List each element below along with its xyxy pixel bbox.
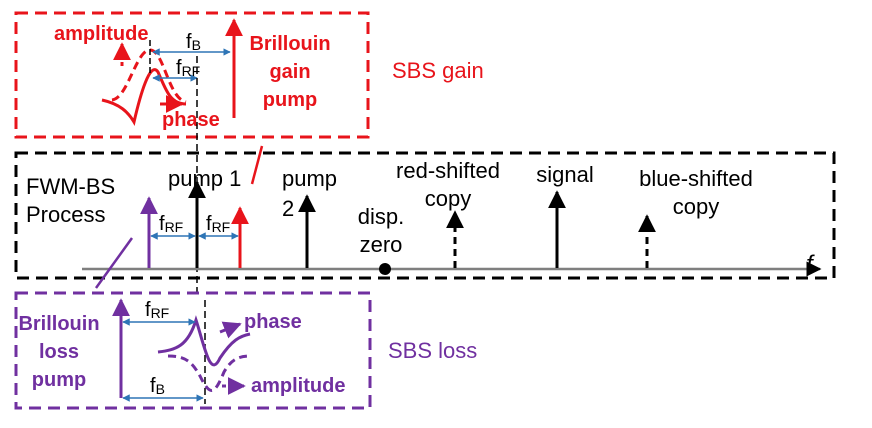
brillouin-loss-pump-label-3: pump [32,369,86,391]
sbs-loss-panel: fRF fB Brillouin loss pump phase amplitu… [14,291,477,410]
frequency-axis-label: f [806,251,815,278]
signal-label: signal [536,162,593,187]
gain-frf-label: fRF [176,57,200,79]
brillouin-gain-pump-label-2: gain [269,61,310,83]
loss-frf-label: fRF [145,299,169,321]
pump1-label: pump 1 [168,166,241,191]
pump2-label-1: pump [282,166,337,191]
sbs-gain-box [14,11,370,139]
gain-amplitude-curve [111,48,187,104]
red-shifted-label-2: copy [425,186,471,211]
fwm-process-label-2: Process [26,202,105,227]
fwm-bs-panel: f fRF fRF FWM-BS Process pump 1 pump 2 d… [14,151,836,280]
fwm-frf-label-1: fRF [159,213,183,235]
sbs-loss-box [14,291,372,410]
gain-pump-connector [250,145,264,185]
loss-phase-label: phase [244,311,302,333]
fwm-process-label-1: FWM-BS [26,174,115,199]
pump2-label-2: 2 [282,196,294,221]
gain-phase-label: phase [162,109,220,131]
fwm-frf-label-2: fRF [206,213,230,235]
loss-pump-connector [94,237,134,289]
loss-amplitude-curve [167,354,253,392]
gain-amplitude-label: amplitude [54,23,148,45]
sbs-gain-panel: amplitude phase fB fRF Brillouin gain pu… [14,11,484,139]
brillouin-gain-pump-label-1: Brillouin [249,33,330,55]
brillouin-gain-pump-label-3: pump [263,89,317,111]
loss-phase-arrow [219,321,242,339]
blue-shifted-label-2: copy [673,194,719,219]
blue-shifted-label-1: blue-shifted [639,166,753,191]
red-shifted-label-1: red-shifted [396,158,500,183]
dispersion-zero-dot [379,263,391,275]
brillouin-loss-pump-label-1: Brillouin [18,313,99,335]
sbs-gain-title: SBS gain [392,58,484,83]
brillouin-loss-pump-label-2: loss [39,341,79,363]
loss-fb-label: fB [150,375,165,397]
fwm-bs-box [14,151,836,280]
disp-zero-label-1: disp. [358,204,404,229]
sbs-loss-title: SBS loss [388,338,477,363]
gain-fb-label: fB [186,31,201,53]
loss-phase-curve [157,315,251,367]
gain-phase-curve [101,68,187,126]
disp-zero-label-2: zero [360,232,403,257]
loss-amplitude-label: amplitude [251,375,345,397]
